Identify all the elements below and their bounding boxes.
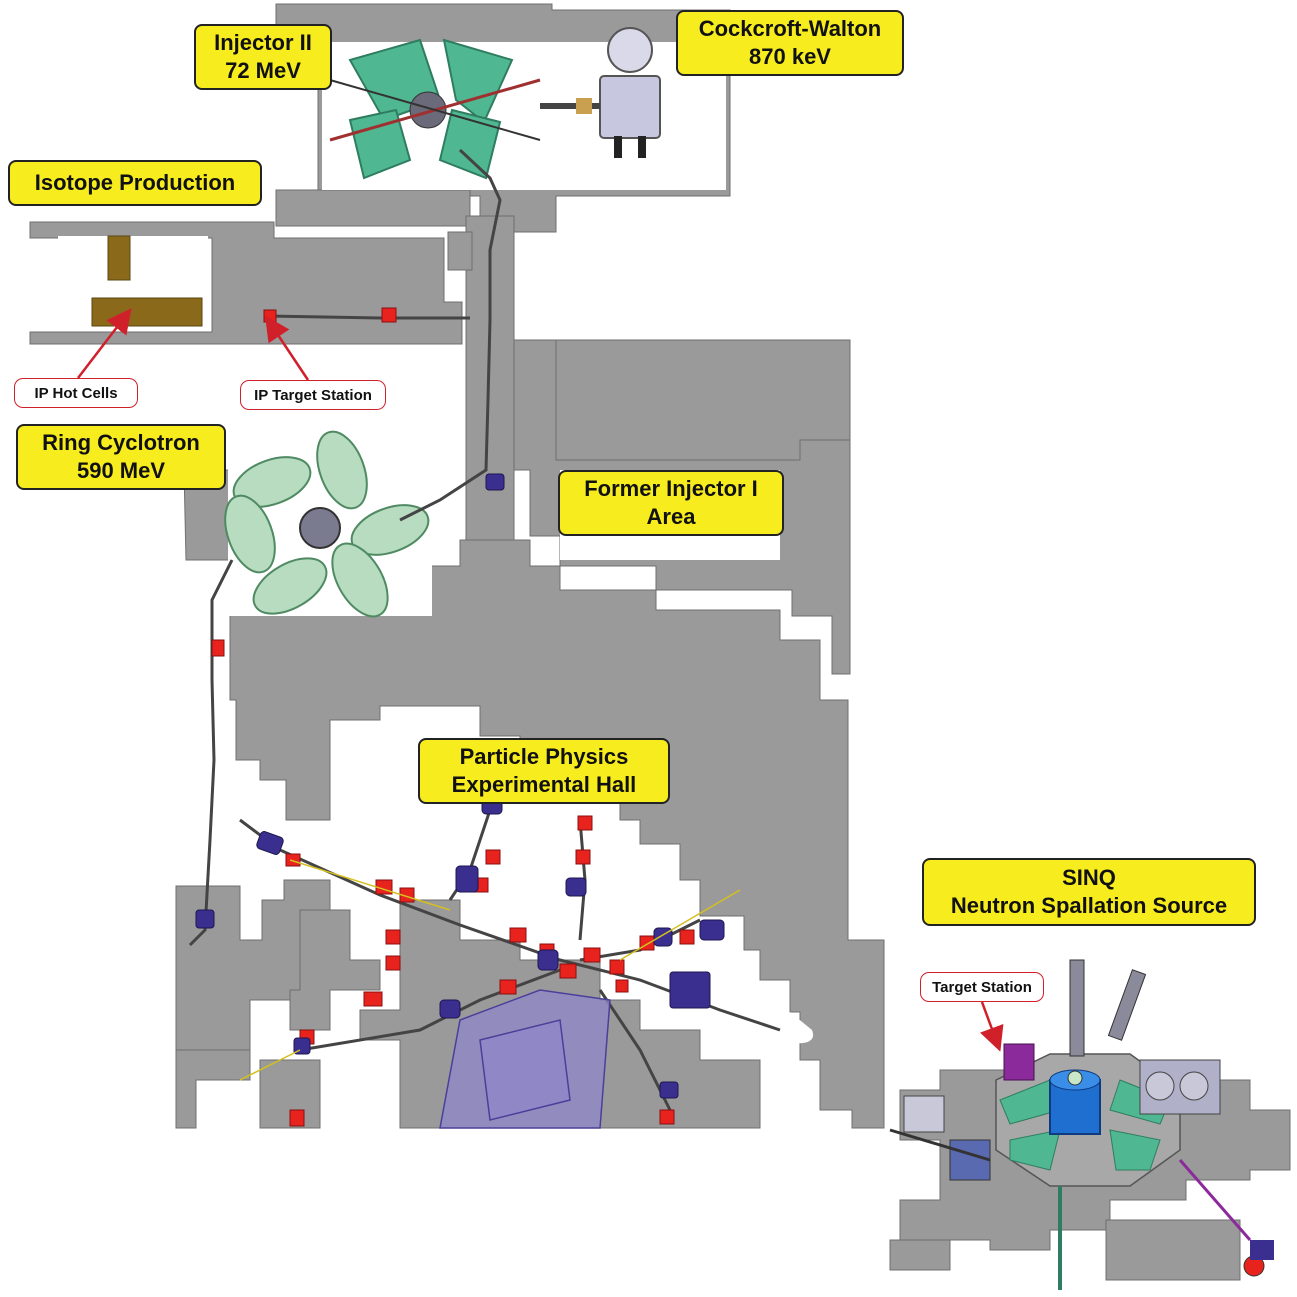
label-isotope-production-line1: Isotope Production [34,170,236,195]
label-cockcroft-walton-line1: Cockcroft-Walton [698,16,882,41]
label-former-injector-i: Former Injector I Area [558,470,784,536]
experimental-hall-target-area [439,989,611,1129]
label-former-injector-i-line1: Former Injector I [584,476,758,501]
label-particle-physics-hall-line1: Particle Physics [459,744,629,769]
label-sinq-line1: SINQ [1062,865,1116,890]
callout-ip-hot-cells: IP Hot Cells [14,378,138,408]
label-sinq: SINQ Neutron Spallation Source [922,858,1256,926]
label-ring-cyclotron-line1: Ring Cyclotron [42,430,200,455]
secondary-beamlines [239,859,741,1081]
label-cockcroft-walton: Cockcroft-Walton 870 keV [676,10,904,76]
label-sinq-line2: Neutron Spallation Source [950,893,1228,918]
label-ring-cyclotron: Ring Cyclotron 590 MeV [16,424,226,490]
label-injector-ii-line1: Injector II [214,30,312,55]
label-isotope-production: Isotope Production [8,160,262,206]
injector-ii-cyclotron [329,38,541,180]
cockcroft-walton-generator [540,27,661,158]
label-particle-physics-hall-line2: Experimental Hall [451,772,637,797]
callout-arrows [77,308,1004,1052]
label-injector-ii-line2: 72 MeV [225,58,301,83]
callout-ip-target-station: IP Target Station [240,380,386,410]
label-cockcroft-walton-line2: 870 keV [749,44,831,69]
label-injector-ii: Injector II 72 MeV [194,24,332,90]
callout-target-station: Target Station [920,972,1044,1002]
label-particle-physics-hall: Particle Physics Experimental Hall [418,738,670,804]
label-former-injector-i-line2: Area [646,504,696,529]
dipole-magnets [195,473,725,1099]
label-ring-cyclotron-line2: 590 MeV [76,458,166,483]
quadrupole-magnets [211,307,695,1127]
ring-cyclotron [224,430,430,618]
sinq-target-station [889,959,1274,1290]
